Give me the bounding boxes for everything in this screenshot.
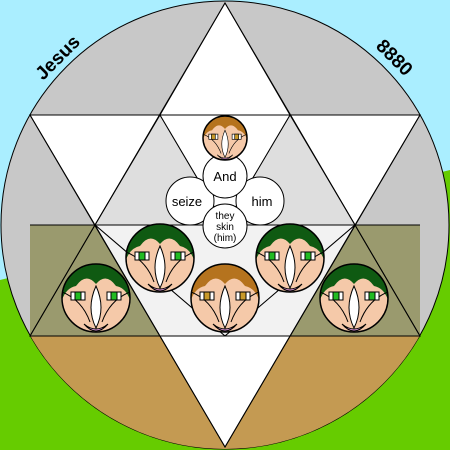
lips-shape	[341, 323, 367, 332]
eye-icon	[300, 251, 316, 261]
word-top: And	[213, 169, 236, 184]
eye-icon	[264, 251, 280, 261]
hair-shape	[191, 264, 259, 300]
word-circle-center	[202, 203, 248, 249]
eye-icon	[134, 251, 150, 261]
nose-shape	[284, 244, 296, 290]
eye-icon	[328, 291, 344, 301]
faces	[61, 115, 389, 333]
eye-icon	[231, 133, 242, 140]
face-row2-right	[319, 263, 389, 333]
lips-shape	[216, 154, 234, 160]
face-top	[202, 115, 248, 161]
face-row1-right	[255, 223, 325, 293]
nose-shape	[90, 284, 102, 330]
nose-shape	[219, 284, 231, 330]
nose-shape	[348, 284, 360, 330]
eye-icon	[235, 291, 251, 301]
eye-icon	[208, 133, 219, 140]
lips-shape	[83, 323, 109, 332]
word-left: seize	[172, 194, 202, 209]
word-center-3: (him)	[214, 233, 237, 244]
hair-shape	[203, 116, 247, 140]
eye-icon	[106, 291, 122, 301]
word-circles	[165, 153, 285, 249]
eye-icon	[199, 291, 215, 301]
eye-icon	[70, 291, 86, 301]
lips-shape	[147, 283, 173, 292]
hair-shape	[126, 224, 194, 260]
lips-shape	[212, 323, 238, 332]
eye-icon	[364, 291, 380, 301]
word-center-1: they	[216, 211, 235, 222]
nose-shape	[221, 129, 229, 159]
lips-shape	[277, 283, 303, 292]
word-circle-right	[235, 176, 285, 226]
hair-shape	[256, 224, 324, 260]
hair-shape	[62, 264, 130, 300]
word-center-2: skin	[216, 222, 234, 233]
face-row1-left	[125, 223, 195, 293]
eye-icon	[170, 251, 186, 261]
nose-shape	[154, 244, 166, 290]
face-row2-center	[190, 263, 260, 333]
word-right: him	[252, 194, 273, 209]
face-row2-left	[61, 263, 131, 333]
hair-shape	[320, 264, 388, 300]
word-circle-left	[165, 176, 215, 226]
